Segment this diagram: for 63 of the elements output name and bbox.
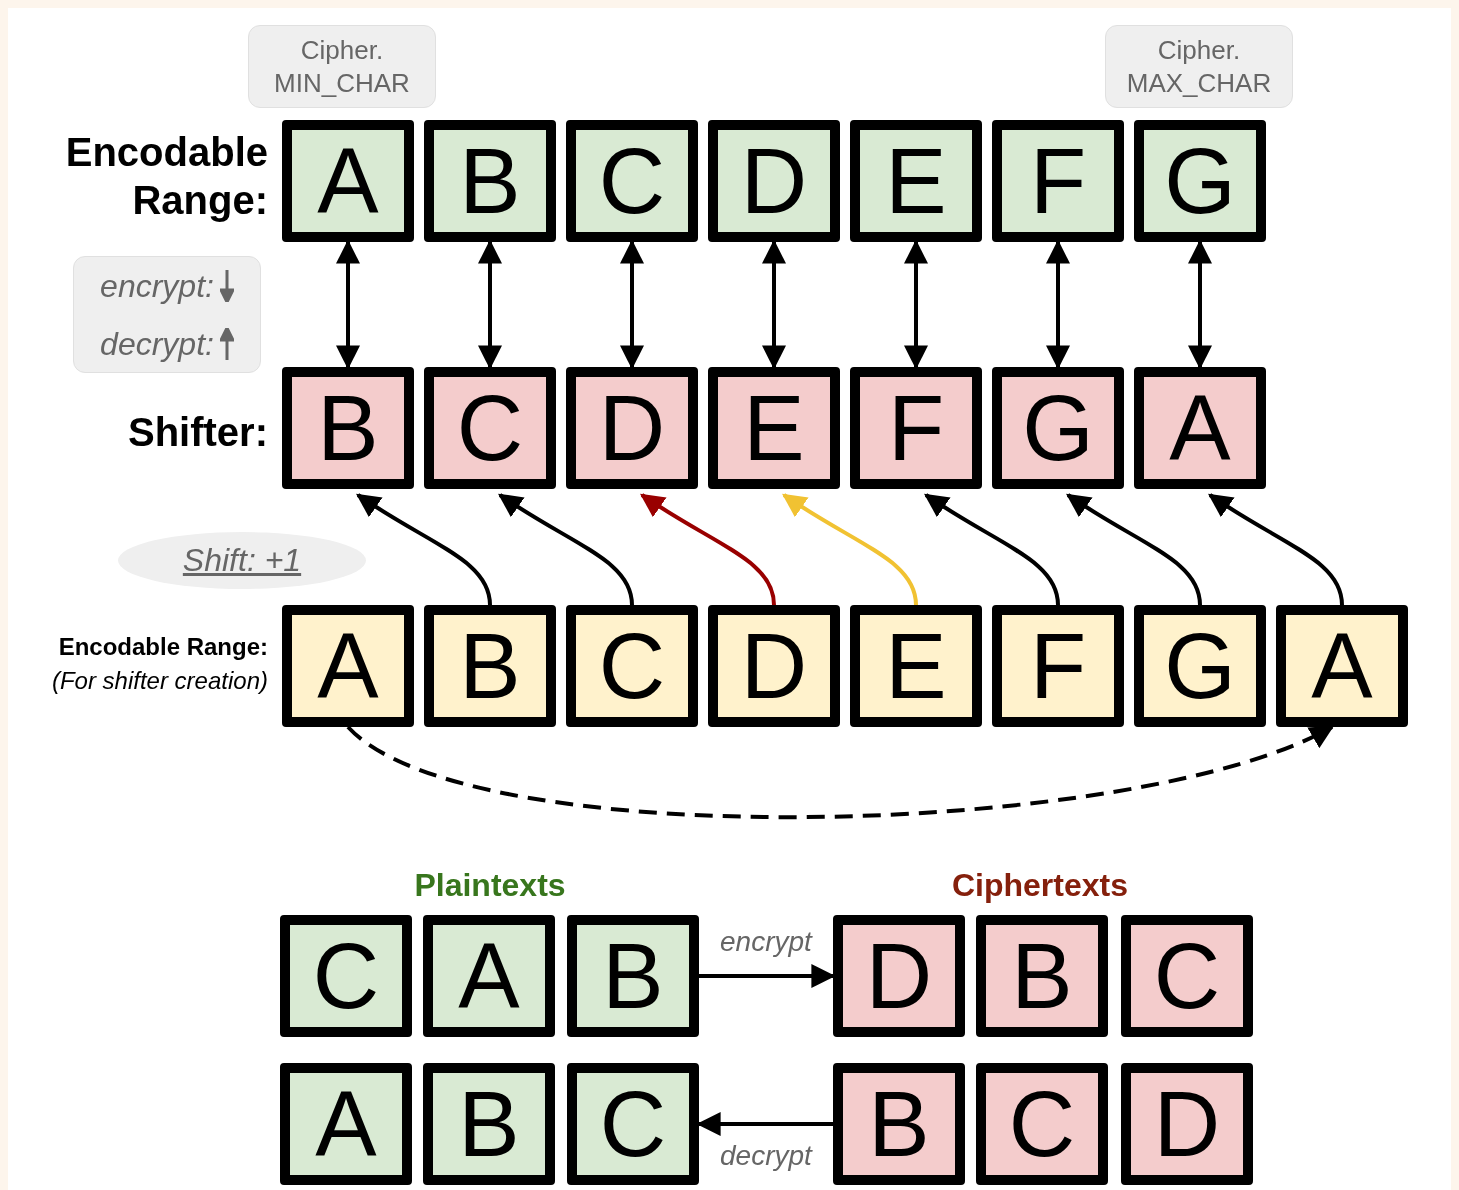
- group-heading: Ciphertexts: [950, 866, 1129, 905]
- row-label: (For shifter creation): [50, 667, 268, 696]
- letter-box: A: [282, 605, 414, 727]
- arrow: [924, 493, 1060, 606]
- letter-box: F: [850, 367, 982, 489]
- letter-box: E: [708, 367, 840, 489]
- letter-box: G: [1134, 120, 1266, 242]
- arrow: [1208, 493, 1344, 606]
- group-heading: Plaintexts: [413, 866, 567, 905]
- double-arrow: [904, 239, 928, 370]
- constant-label-box: Cipher. MAX_CHAR: [1105, 25, 1293, 108]
- letter-box: D: [1121, 1063, 1253, 1185]
- arrow: [782, 493, 918, 606]
- constant-label-box: Cipher. MIN_CHAR: [248, 25, 436, 108]
- legend-text: encrypt:: [100, 266, 214, 306]
- letter-box: F: [992, 120, 1124, 242]
- letter-box: B: [833, 1063, 965, 1185]
- letter-box: B: [567, 915, 699, 1037]
- letter-box: D: [833, 915, 965, 1037]
- arrow: [696, 1112, 833, 1136]
- letter-box: C: [566, 120, 698, 242]
- letter-box: B: [424, 120, 556, 242]
- row-label: Encodable Range:: [57, 633, 268, 662]
- letter-box: E: [850, 120, 982, 242]
- direction-legend-box: [73, 256, 261, 373]
- letter-box: G: [992, 367, 1124, 489]
- double-arrow: [336, 239, 360, 370]
- letter-box: A: [282, 120, 414, 242]
- letter-box: D: [708, 120, 840, 242]
- letter-box: C: [567, 1063, 699, 1185]
- letter-box: F: [992, 605, 1124, 727]
- arrow: [356, 493, 492, 606]
- letter-box: A: [1134, 367, 1266, 489]
- letter-box: B: [424, 605, 556, 727]
- letter-box: G: [1134, 605, 1266, 727]
- double-arrow: [478, 239, 502, 370]
- letter-box: E: [850, 605, 982, 727]
- letter-box: D: [708, 605, 840, 727]
- letter-box: C: [976, 1063, 1108, 1185]
- double-arrow: [1188, 239, 1212, 370]
- letter-box: C: [1121, 915, 1253, 1037]
- letter-box: A: [423, 915, 555, 1037]
- letter-box: B: [423, 1063, 555, 1185]
- arrow: [640, 493, 776, 606]
- letter-box: B: [282, 367, 414, 489]
- arrow: [498, 493, 634, 606]
- letter-box: B: [976, 915, 1108, 1037]
- letter-box: A: [280, 1063, 412, 1185]
- double-arrow: [1046, 239, 1070, 370]
- double-arrow: [762, 239, 786, 370]
- letter-box: D: [566, 367, 698, 489]
- letter-box: C: [424, 367, 556, 489]
- double-arrow: [620, 239, 644, 370]
- row-label: Shifter:: [127, 409, 268, 456]
- arrow: [1066, 493, 1202, 606]
- dashed-arrow: [346, 724, 1335, 819]
- shift-ellipse: Shift: +1: [118, 532, 366, 589]
- arrow: [699, 964, 836, 988]
- row-label: Encodable Range:: [64, 129, 268, 224]
- letter-box: C: [280, 915, 412, 1037]
- letter-box: A: [1276, 605, 1408, 727]
- letter-box: C: [566, 605, 698, 727]
- legend-text: decrypt:: [100, 324, 214, 364]
